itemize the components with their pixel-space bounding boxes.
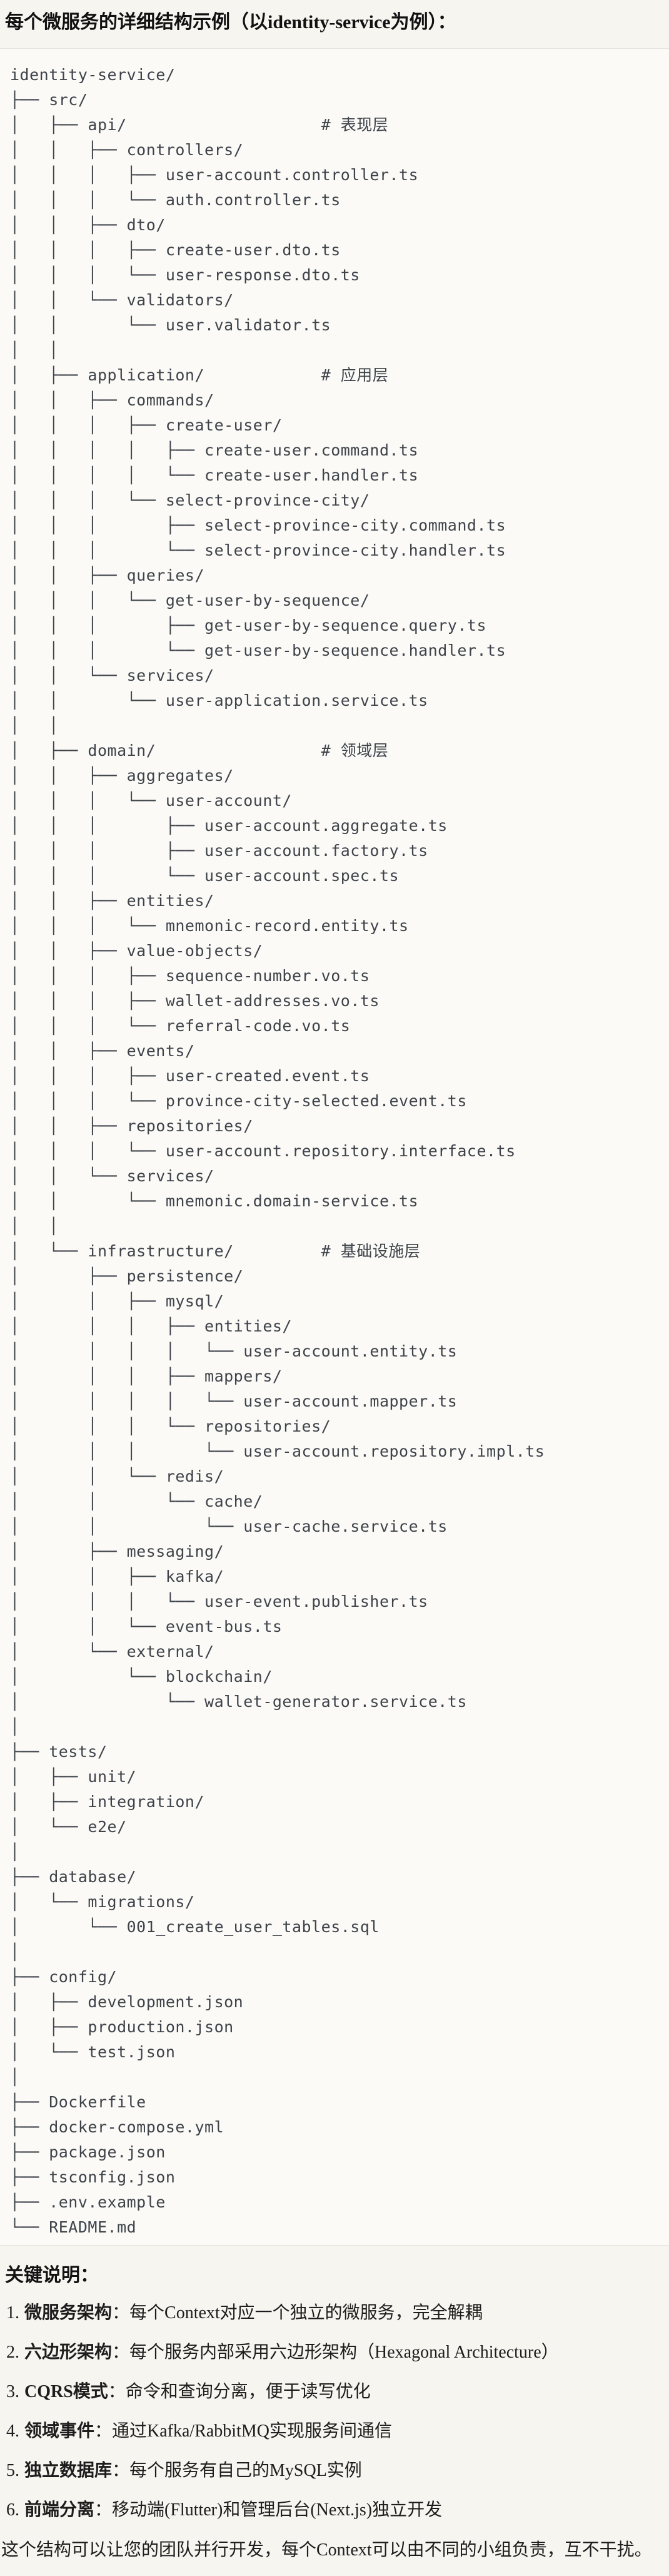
page-title: 每个微服务的详细结构示例（以identity-service为例）： (5, 12, 456, 33)
note-term: 领域事件 (24, 2421, 95, 2441)
notes-heading: 关键说明： (5, 2265, 99, 2286)
note-term: 前端分离 (24, 2500, 95, 2520)
note-text: ：每个服务有自己的MySQL实例 (112, 2461, 362, 2480)
notes-list: 1.微服务架构：每个Context对应一个独立的微服务，完全解耦 2. 六边形架构… (6, 2303, 669, 2520)
note-number: 4. (6, 2421, 19, 2441)
note-text: ：每个服务内部采用六边形架构（Hexagonal Architecture） (112, 2343, 559, 2362)
note-term: CQRS模式 (24, 2382, 108, 2401)
note-text: ：通过Kafka/RabbitMQ实现服务间通信 (94, 2421, 392, 2441)
note-text: ：每个Context对应一个独立的微服务，完全解耦 (112, 2303, 483, 2323)
note-item: 5. 独立数据库：每个服务有自己的MySQL实例 (6, 2461, 669, 2481)
file-tree: identity-service/ ├── src/ │ ├── api/ # … (10, 66, 545, 2236)
note-item: 6.前端分离：移动端(Flutter)和管理后台(Next.js)独立开发 (6, 2500, 669, 2520)
note-number: 6. (6, 2500, 19, 2520)
note-text: ：移动端(Flutter)和管理后台(Next.js)独立开发 (94, 2500, 443, 2520)
note-number: 1. (6, 2303, 19, 2323)
note-item: 3. CQRS模式：命令和查询分离，便于读写优化 (6, 2382, 669, 2402)
note-text: ：命令和查询分离，便于读写优化 (108, 2382, 371, 2401)
note-number: 5. (6, 2461, 19, 2480)
note-term: 独立数据库 (24, 2461, 113, 2480)
code-block: identity-service/ ├── src/ │ ├── api/ # … (0, 48, 669, 2246)
note-term: 六边形架构 (24, 2343, 113, 2362)
note-item: 2. 六边形架构：每个服务内部采用六边形架构（Hexagonal Architec… (6, 2343, 669, 2363)
note-number: 2. (6, 2343, 19, 2362)
note-number: 3. (6, 2382, 19, 2401)
footer-text: 这个结构可以让您的团队并行开发，每个Context可以由不同的小组负责，互不干扰… (1, 2540, 652, 2560)
note-term: 微服务架构 (24, 2303, 113, 2323)
note-item: 1.微服务架构：每个Context对应一个独立的微服务，完全解耦 (6, 2303, 669, 2323)
note-item: 4.领域事件：通过Kafka/RabbitMQ实现服务间通信 (6, 2421, 669, 2441)
